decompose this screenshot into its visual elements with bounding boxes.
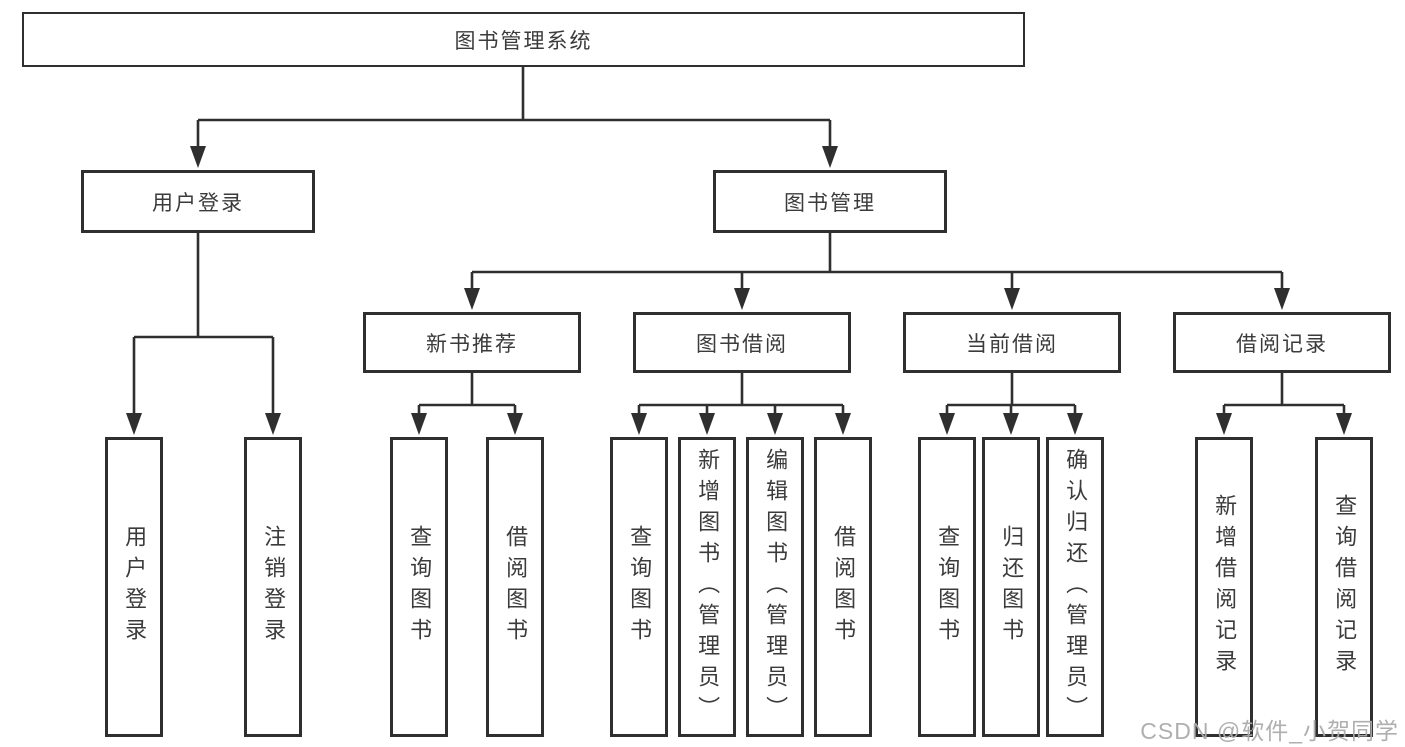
csdn-watermark: CSDN @软件_小贺同学: [1140, 718, 1399, 744]
leaf-label: 查询图书: [407, 525, 433, 649]
node-label: 新书推荐: [426, 332, 518, 356]
leaf-add-borrow-record: 新增借阅记录: [1195, 437, 1253, 737]
leaf-query-books-current: 查询图书: [918, 437, 976, 737]
node-label: 用户登录: [152, 191, 244, 215]
leaf-label: 借阅图书: [831, 525, 857, 649]
node-label: 当前借阅: [966, 332, 1058, 356]
node-label: 借阅记录: [1236, 332, 1328, 356]
node-current-borrowing: 当前借阅: [903, 312, 1121, 373]
node-label: 图书管理: [784, 191, 876, 215]
leaf-logout: 注销登录: [244, 437, 302, 737]
node-label: 图书借阅: [696, 332, 788, 356]
leaf-confirm-return-admin: 确认归还（管理员）: [1046, 437, 1104, 737]
leaf-return-book: 归还图书: [982, 437, 1040, 737]
leaf-label: 归还图书: [999, 525, 1025, 649]
leaf-label: 借阅图书: [503, 525, 529, 649]
leaf-label: 注销登录: [261, 525, 287, 649]
leaf-label: 新增借阅记录: [1212, 494, 1238, 680]
node-label: 图书管理系统: [454, 29, 593, 53]
leaf-user-login: 用户登录: [105, 437, 163, 737]
leaf-borrow-books-recommend: 借阅图书: [486, 437, 544, 737]
leaf-label: 查询图书: [627, 525, 653, 649]
leaf-label: 确认归还（管理员）: [1063, 447, 1089, 727]
leaf-edit-book-admin: 编辑图书（管理员）: [746, 437, 804, 737]
leaf-query-borrow-record: 查询借阅记录: [1315, 437, 1373, 737]
node-book-management: 图书管理: [713, 170, 947, 233]
leaf-label: 新增图书（管理员）: [695, 447, 721, 727]
leaf-borrow-books-borrowing: 借阅图书: [814, 437, 872, 737]
node-new-book-recommendation: 新书推荐: [363, 312, 581, 373]
node-library-management-system: 图书管理系统: [22, 12, 1025, 67]
leaf-query-books-borrowing: 查询图书: [610, 437, 668, 737]
node-book-borrowing: 图书借阅: [633, 312, 851, 373]
leaf-label: 查询借阅记录: [1332, 494, 1358, 680]
node-borrowing-records: 借阅记录: [1173, 312, 1391, 373]
leaf-query-books-recommend: 查询图书: [390, 437, 448, 737]
leaf-label: 查询图书: [935, 525, 961, 649]
leaf-add-book-admin: 新增图书（管理员）: [678, 437, 736, 737]
leaf-label: 用户登录: [122, 525, 148, 649]
node-user-login: 用户登录: [81, 170, 315, 233]
leaf-label: 编辑图书（管理员）: [763, 447, 789, 727]
